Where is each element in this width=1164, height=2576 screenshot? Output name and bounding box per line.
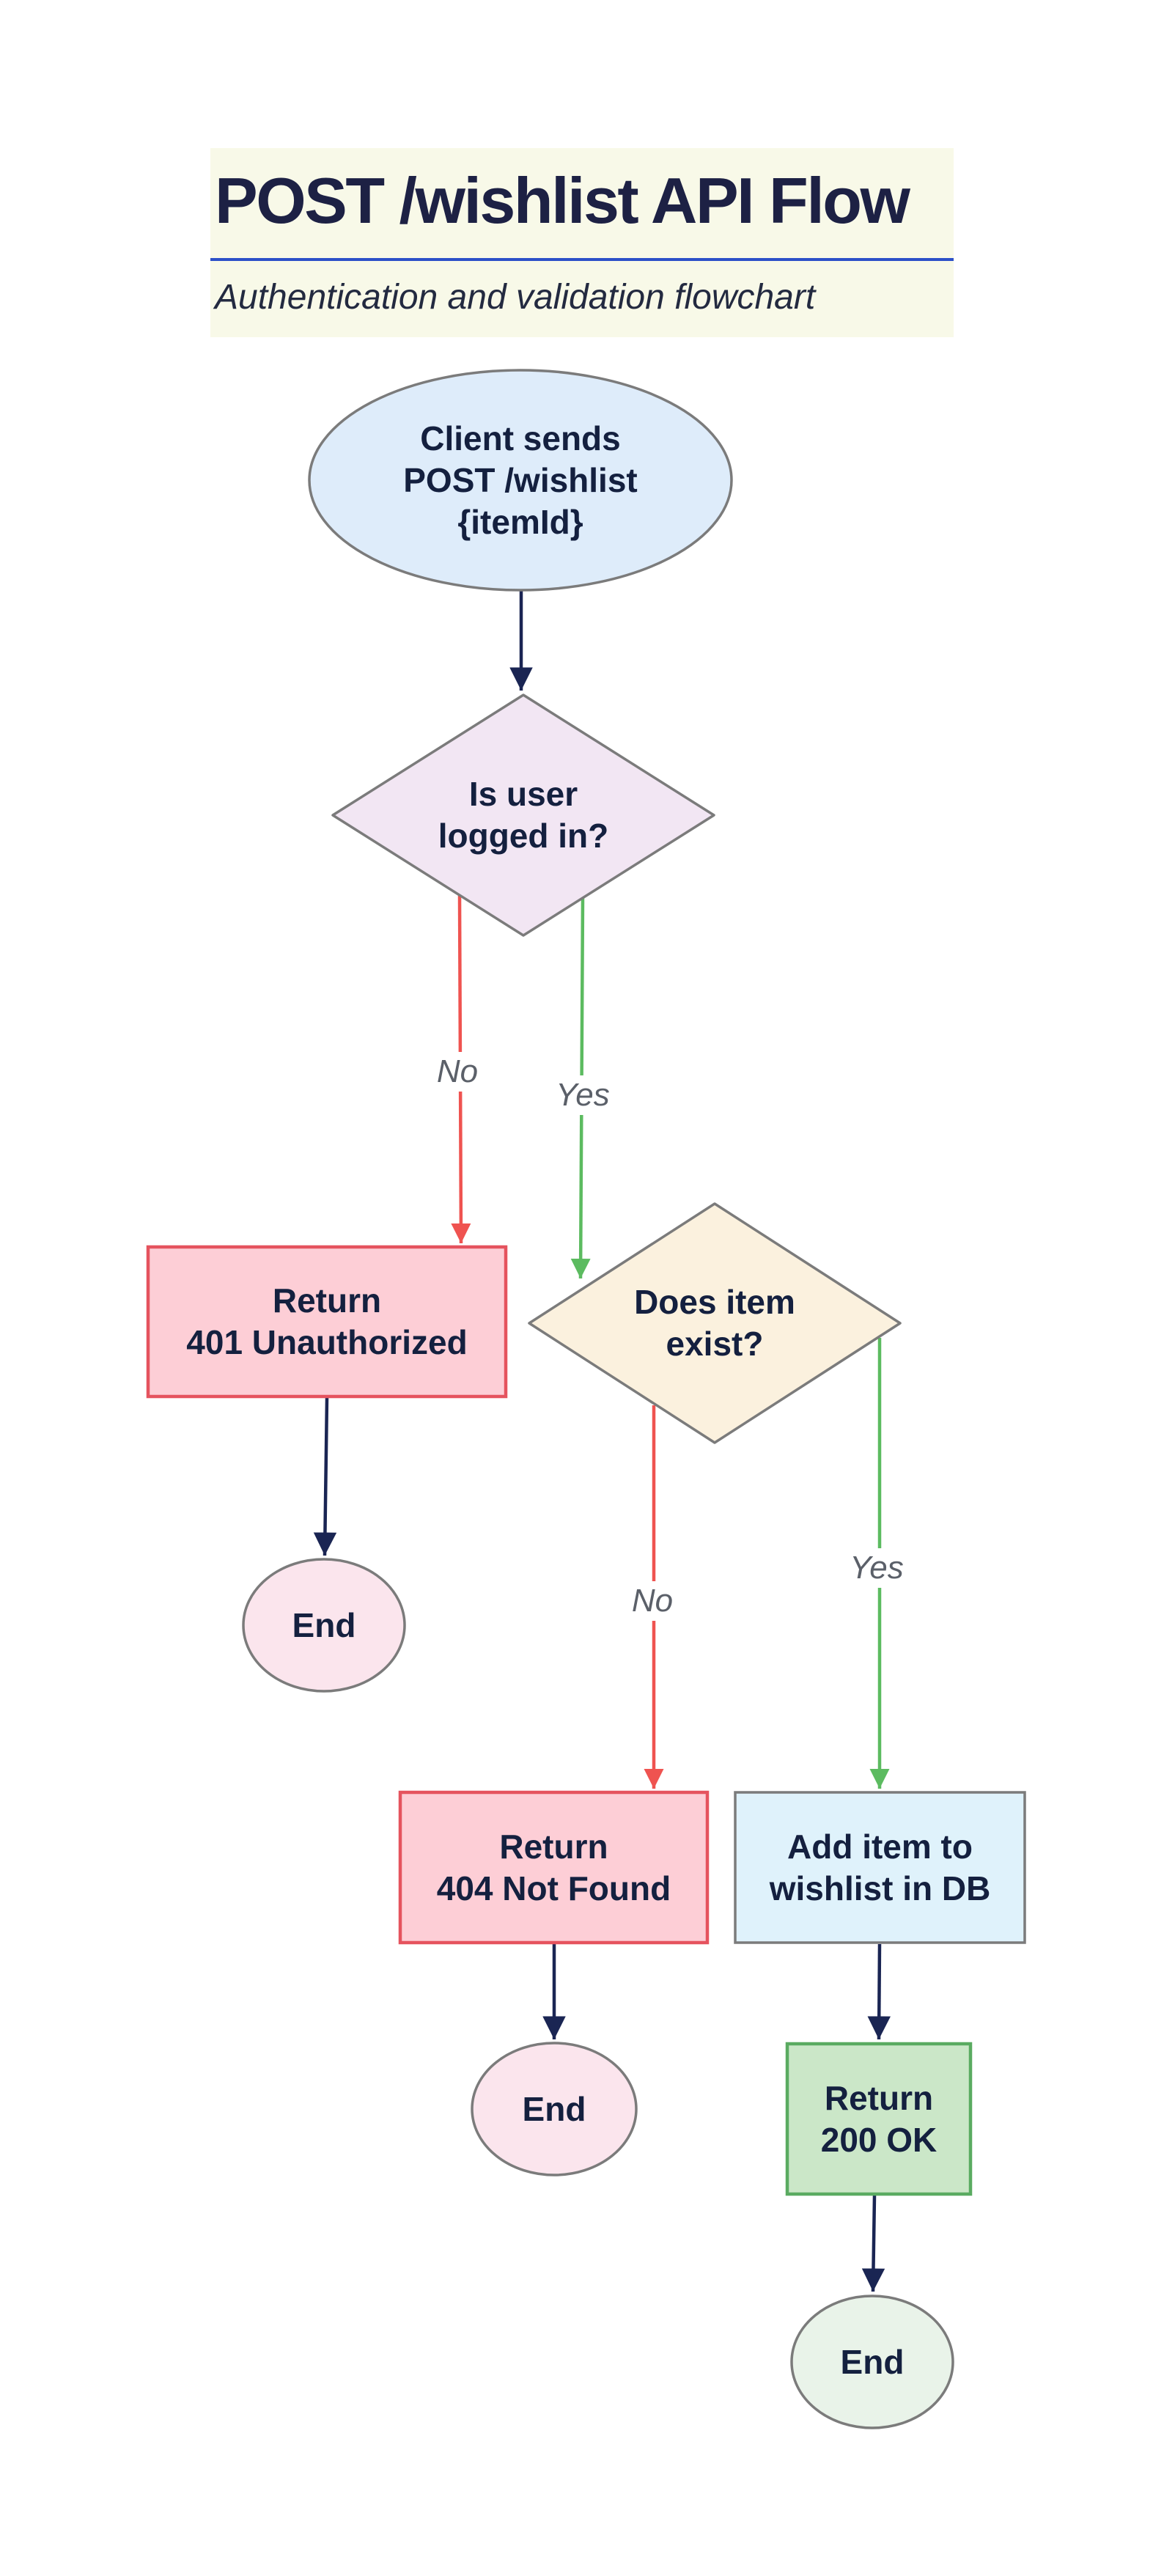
add-item-node-label: Add item to wishlist in DB [769, 1827, 991, 1907]
edge-add-to-200 [867, 1943, 891, 2040]
end-404-node-shape [471, 2042, 638, 2176]
edge-label-auth-yes: Yes [547, 1075, 619, 1115]
edge-401-to-end [313, 1397, 337, 1556]
auth-check-node-label: Is user logged in? [438, 775, 609, 855]
page-title: POST /wishlist API Flow [210, 148, 954, 261]
end-401-node-shape [242, 1558, 406, 1693]
edge-200-to-end [861, 2195, 885, 2292]
end-200-node-shape [790, 2295, 954, 2429]
end-401-node-label: End [292, 1605, 356, 1644]
return-200-node-shape [785, 2042, 973, 2196]
end-404-node-label: End [522, 2089, 586, 2128]
edge-label-item-yes: Yes [841, 1548, 913, 1588]
return-404-node-shape [398, 1790, 710, 1945]
return-401-node-label: Return 401 Unauthorized [186, 1281, 468, 1361]
item-check-node-label: Does item exist? [634, 1283, 795, 1363]
item-check-node-shape [528, 1202, 902, 1444]
edge-label-item-no: No [622, 1581, 682, 1621]
return-404-node-label: Return 404 Not Found [436, 1827, 671, 1907]
auth-check-node-shape [331, 693, 715, 937]
return-200-node-label: Return 200 OK [820, 2078, 938, 2159]
diagram-title-block: POST /wishlist API Flow Authentication a… [210, 148, 954, 337]
edge-label-auth-no: No [427, 1052, 487, 1092]
end-200-node-label: End [840, 2342, 905, 2381]
page-subtitle: Authentication and validation flowchart [215, 278, 816, 317]
return-401-node-shape [146, 1245, 508, 1399]
start-node-shape [308, 369, 733, 592]
start-node-label: Client sends POST /wishlist {itemId} [403, 419, 638, 541]
add-item-node-shape [734, 1791, 1026, 1944]
